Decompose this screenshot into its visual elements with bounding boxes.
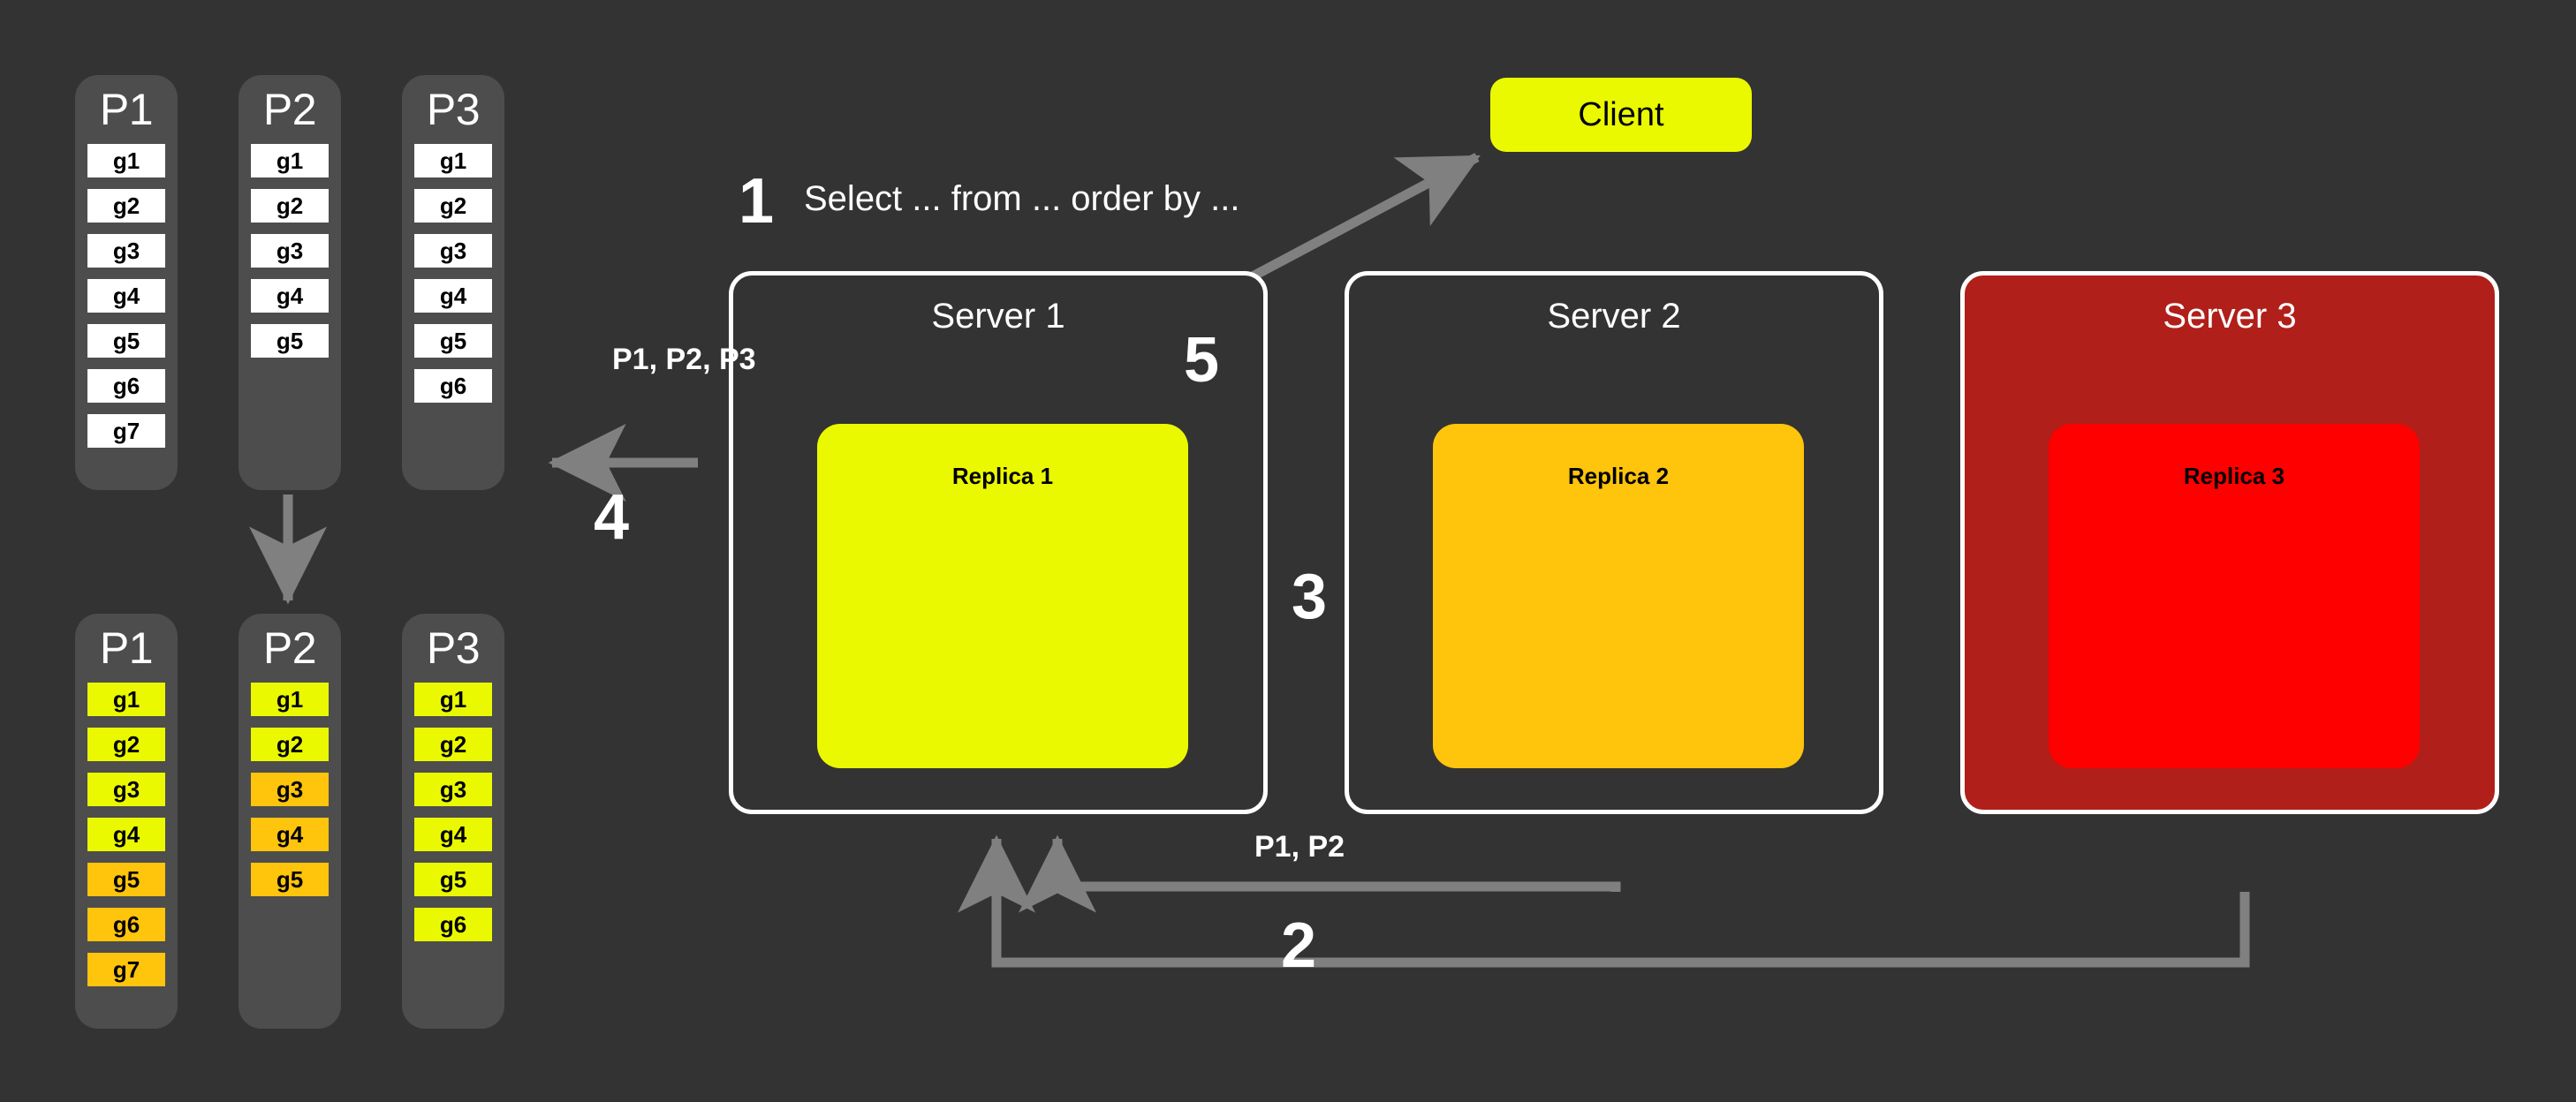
- partition-cell: g3: [87, 234, 165, 268]
- server-box-2[interactable]: Server 2 Replica 2: [1345, 271, 1883, 814]
- client-box[interactable]: Client: [1490, 78, 1752, 152]
- partition-cell: g2: [414, 728, 492, 761]
- partition-cell: g6: [87, 908, 165, 941]
- partition-cell: g3: [87, 773, 165, 806]
- partition-column-bottom-p2[interactable]: P2 g1 g2 g3 g4 g5: [239, 614, 341, 1029]
- partition-cells: g1 g2 g3 g4 g5 g6 g7: [87, 683, 165, 998]
- partition-column-bottom-p1[interactable]: P1 g1 g2 g3 g4 g5 g6 g7: [75, 614, 178, 1029]
- partition-cell: g4: [414, 279, 492, 313]
- partition-cell: g1: [414, 683, 492, 716]
- partition-cell: g4: [251, 818, 329, 851]
- partition-cell: g6: [87, 369, 165, 403]
- partition-cell: g5: [414, 324, 492, 358]
- replica-box-2[interactable]: Replica 2: [1433, 424, 1804, 768]
- arrow-step2-server3-to-server1: [958, 834, 2250, 968]
- partition-column-top-p1[interactable]: P1 g1 g2 g3 g4 g5 g6 g7: [75, 75, 178, 490]
- step-number-2: 2: [1281, 910, 1317, 981]
- client-label: Client: [1578, 95, 1664, 133]
- partition-cell: g4: [87, 279, 165, 313]
- partition-cell: g6: [414, 369, 492, 403]
- partition-cells: g1 g2 g3 g4 g5 g6: [414, 683, 492, 953]
- partition-cell: g2: [87, 189, 165, 223]
- partition-title: P2: [262, 623, 317, 673]
- server-title: Server 3: [2163, 297, 2297, 336]
- query-text-label: Select ... from ... order by ...: [804, 179, 1240, 218]
- partition-cells: g1 g2 g3 g4 g5 g6: [414, 144, 492, 414]
- partition-cell: g2: [251, 189, 329, 223]
- partition-cell: g2: [87, 728, 165, 761]
- partition-cell: g1: [87, 683, 165, 716]
- partition-cell: g3: [414, 234, 492, 268]
- partition-cell: g1: [251, 144, 329, 177]
- partition-title: P3: [426, 623, 481, 673]
- step-number-3: 3: [1292, 562, 1328, 632]
- server-box-3[interactable]: Server 3 Replica 3: [1960, 271, 2499, 814]
- partition-cell: g5: [251, 863, 329, 896]
- partition-cell: g5: [414, 863, 492, 896]
- partition-column-bottom-p3[interactable]: P3 g1 g2 g3 g4 g5 g6: [402, 614, 504, 1029]
- partition-column-top-p3[interactable]: P3 g1 g2 g3 g4 g5 g6: [402, 75, 504, 490]
- partition-title: P3: [426, 85, 481, 134]
- server-title: Server 1: [931, 297, 1065, 336]
- partition-cell: g1: [251, 683, 329, 716]
- partition-cell: g3: [414, 773, 492, 806]
- partition-cell: g3: [251, 773, 329, 806]
- partition-cell: g4: [251, 279, 329, 313]
- step-number-5: 5: [1184, 325, 1220, 396]
- server-box-1[interactable]: Server 1 Replica 1: [729, 271, 1268, 814]
- partition-cells: g1 g2 g3 g4 g5 g6 g7: [87, 144, 165, 459]
- replica-box-3[interactable]: Replica 3: [2049, 424, 2420, 768]
- partition-cell: g4: [414, 818, 492, 851]
- replica-box-1[interactable]: Replica 1: [817, 424, 1188, 768]
- partition-cell: g6: [414, 908, 492, 941]
- partition-cell: g2: [414, 189, 492, 223]
- partition-cell: g4: [87, 818, 165, 851]
- replica-label: Replica 3: [2183, 463, 2285, 489]
- replica-label: Replica 1: [951, 463, 1054, 489]
- packet-label-p1p2: P1, P2: [1254, 830, 1345, 864]
- partition-cell: g2: [251, 728, 329, 761]
- partition-column-top-p2[interactable]: P2 g1 g2 g3 g4 g5: [239, 75, 341, 490]
- partition-cell: g5: [87, 863, 165, 896]
- partition-cells: g1 g2 g3 g4 g5: [251, 144, 329, 369]
- partition-cell: g5: [251, 324, 329, 358]
- partition-cell: g7: [87, 414, 165, 448]
- partition-cell: g7: [87, 953, 165, 986]
- partition-cells: g1 g2 g3 g4 g5: [251, 683, 329, 908]
- replica-label: Replica 2: [1567, 463, 1670, 489]
- partition-title: P1: [99, 85, 154, 134]
- partition-title: P2: [262, 85, 317, 134]
- server-title: Server 2: [1547, 297, 1681, 336]
- partition-cell: g3: [251, 234, 329, 268]
- step-number-1: 1: [739, 166, 775, 237]
- partition-title: P1: [99, 623, 154, 673]
- packet-label-p1p2p3: P1, P2, P3: [612, 343, 756, 376]
- step-number-4: 4: [594, 482, 630, 553]
- partition-cell: g1: [414, 144, 492, 177]
- partition-cell: g1: [87, 144, 165, 177]
- partition-cell: g5: [87, 324, 165, 358]
